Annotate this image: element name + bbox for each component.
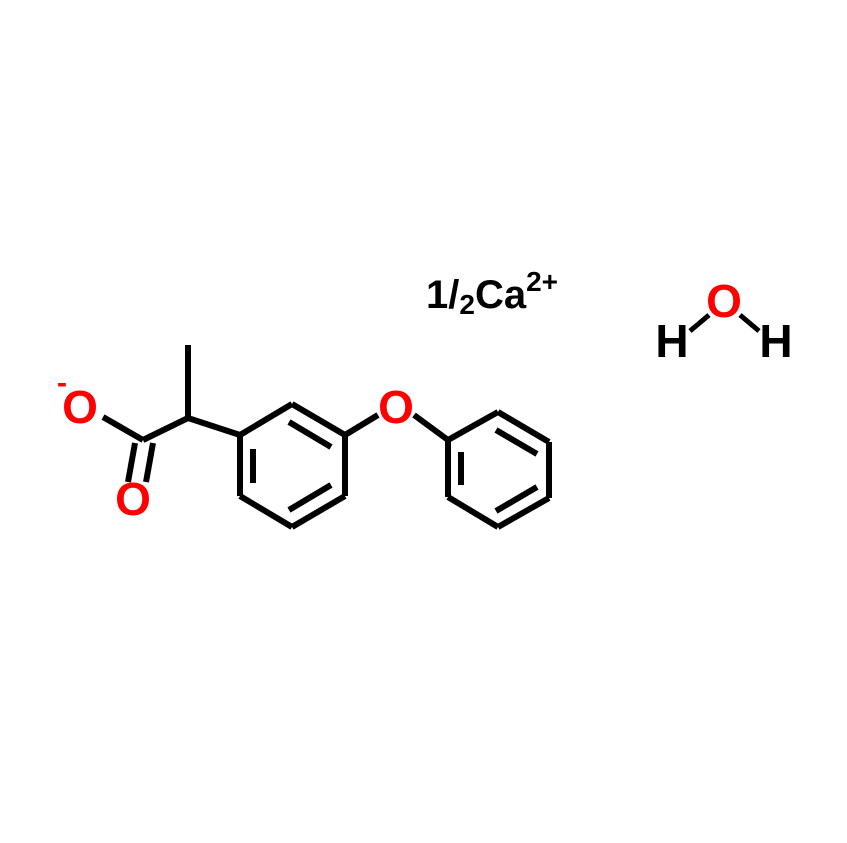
ring2-bond-2 <box>496 409 551 445</box>
benzene-ring-phenyl <box>445 409 552 530</box>
ring1-inner-2 <box>287 419 333 450</box>
bond-ch-to-aryl <box>187 415 241 438</box>
counterion-numerator: 1 <box>426 273 448 317</box>
carboxylate-oxygen-label: O <box>62 381 98 433</box>
benzene-ring-central <box>237 401 348 530</box>
water-hydrogen-right-label: H <box>759 315 792 367</box>
carboxylate-charge-label: - <box>57 367 67 400</box>
bond-c-to-o-minus <box>101 414 145 443</box>
fenoprofen-anion-group <box>101 345 552 530</box>
bond-water-oh-left <box>688 313 711 333</box>
ring1-bond-4 <box>290 493 347 530</box>
calcium-counterion-group: 1/2Ca2+ <box>426 266 558 320</box>
bond-water-oh-right <box>738 313 761 333</box>
ring2-bond-4 <box>496 495 551 530</box>
bond-ch-to-carbonyl <box>141 415 190 443</box>
counterion-label: 1/2Ca2+ <box>426 266 558 320</box>
counterion-slash: / <box>448 273 459 317</box>
water-molecule-group: O H H <box>655 275 792 367</box>
counterion-element: Ca <box>475 273 527 317</box>
ring2-bond-1 <box>446 409 500 443</box>
bond-ether-o-to-phenyl <box>412 412 450 443</box>
bond-aryl-to-ether-o <box>343 412 380 438</box>
ring1-bond-5 <box>238 493 294 530</box>
counterion-denominator: 2 <box>459 289 475 320</box>
ether-oxygen-label: O <box>378 381 414 433</box>
ring2-inner-2 <box>494 427 539 457</box>
carbonyl-oxygen-label: O <box>115 473 151 525</box>
counterion-charge: 2+ <box>526 266 558 297</box>
water-oxygen-label: O <box>706 275 742 327</box>
bond-carbonyl-double-b <box>143 442 156 483</box>
ring2-inner-3 <box>494 484 539 514</box>
bond-carbonyl-double-a <box>125 442 138 483</box>
water-hydrogen-left-label: H <box>655 315 688 367</box>
ring1-bond-1 <box>238 401 294 438</box>
ring1-bond-2 <box>290 401 347 438</box>
ring2-bond-5 <box>446 494 500 530</box>
ring1-inner-3 <box>287 482 333 513</box>
